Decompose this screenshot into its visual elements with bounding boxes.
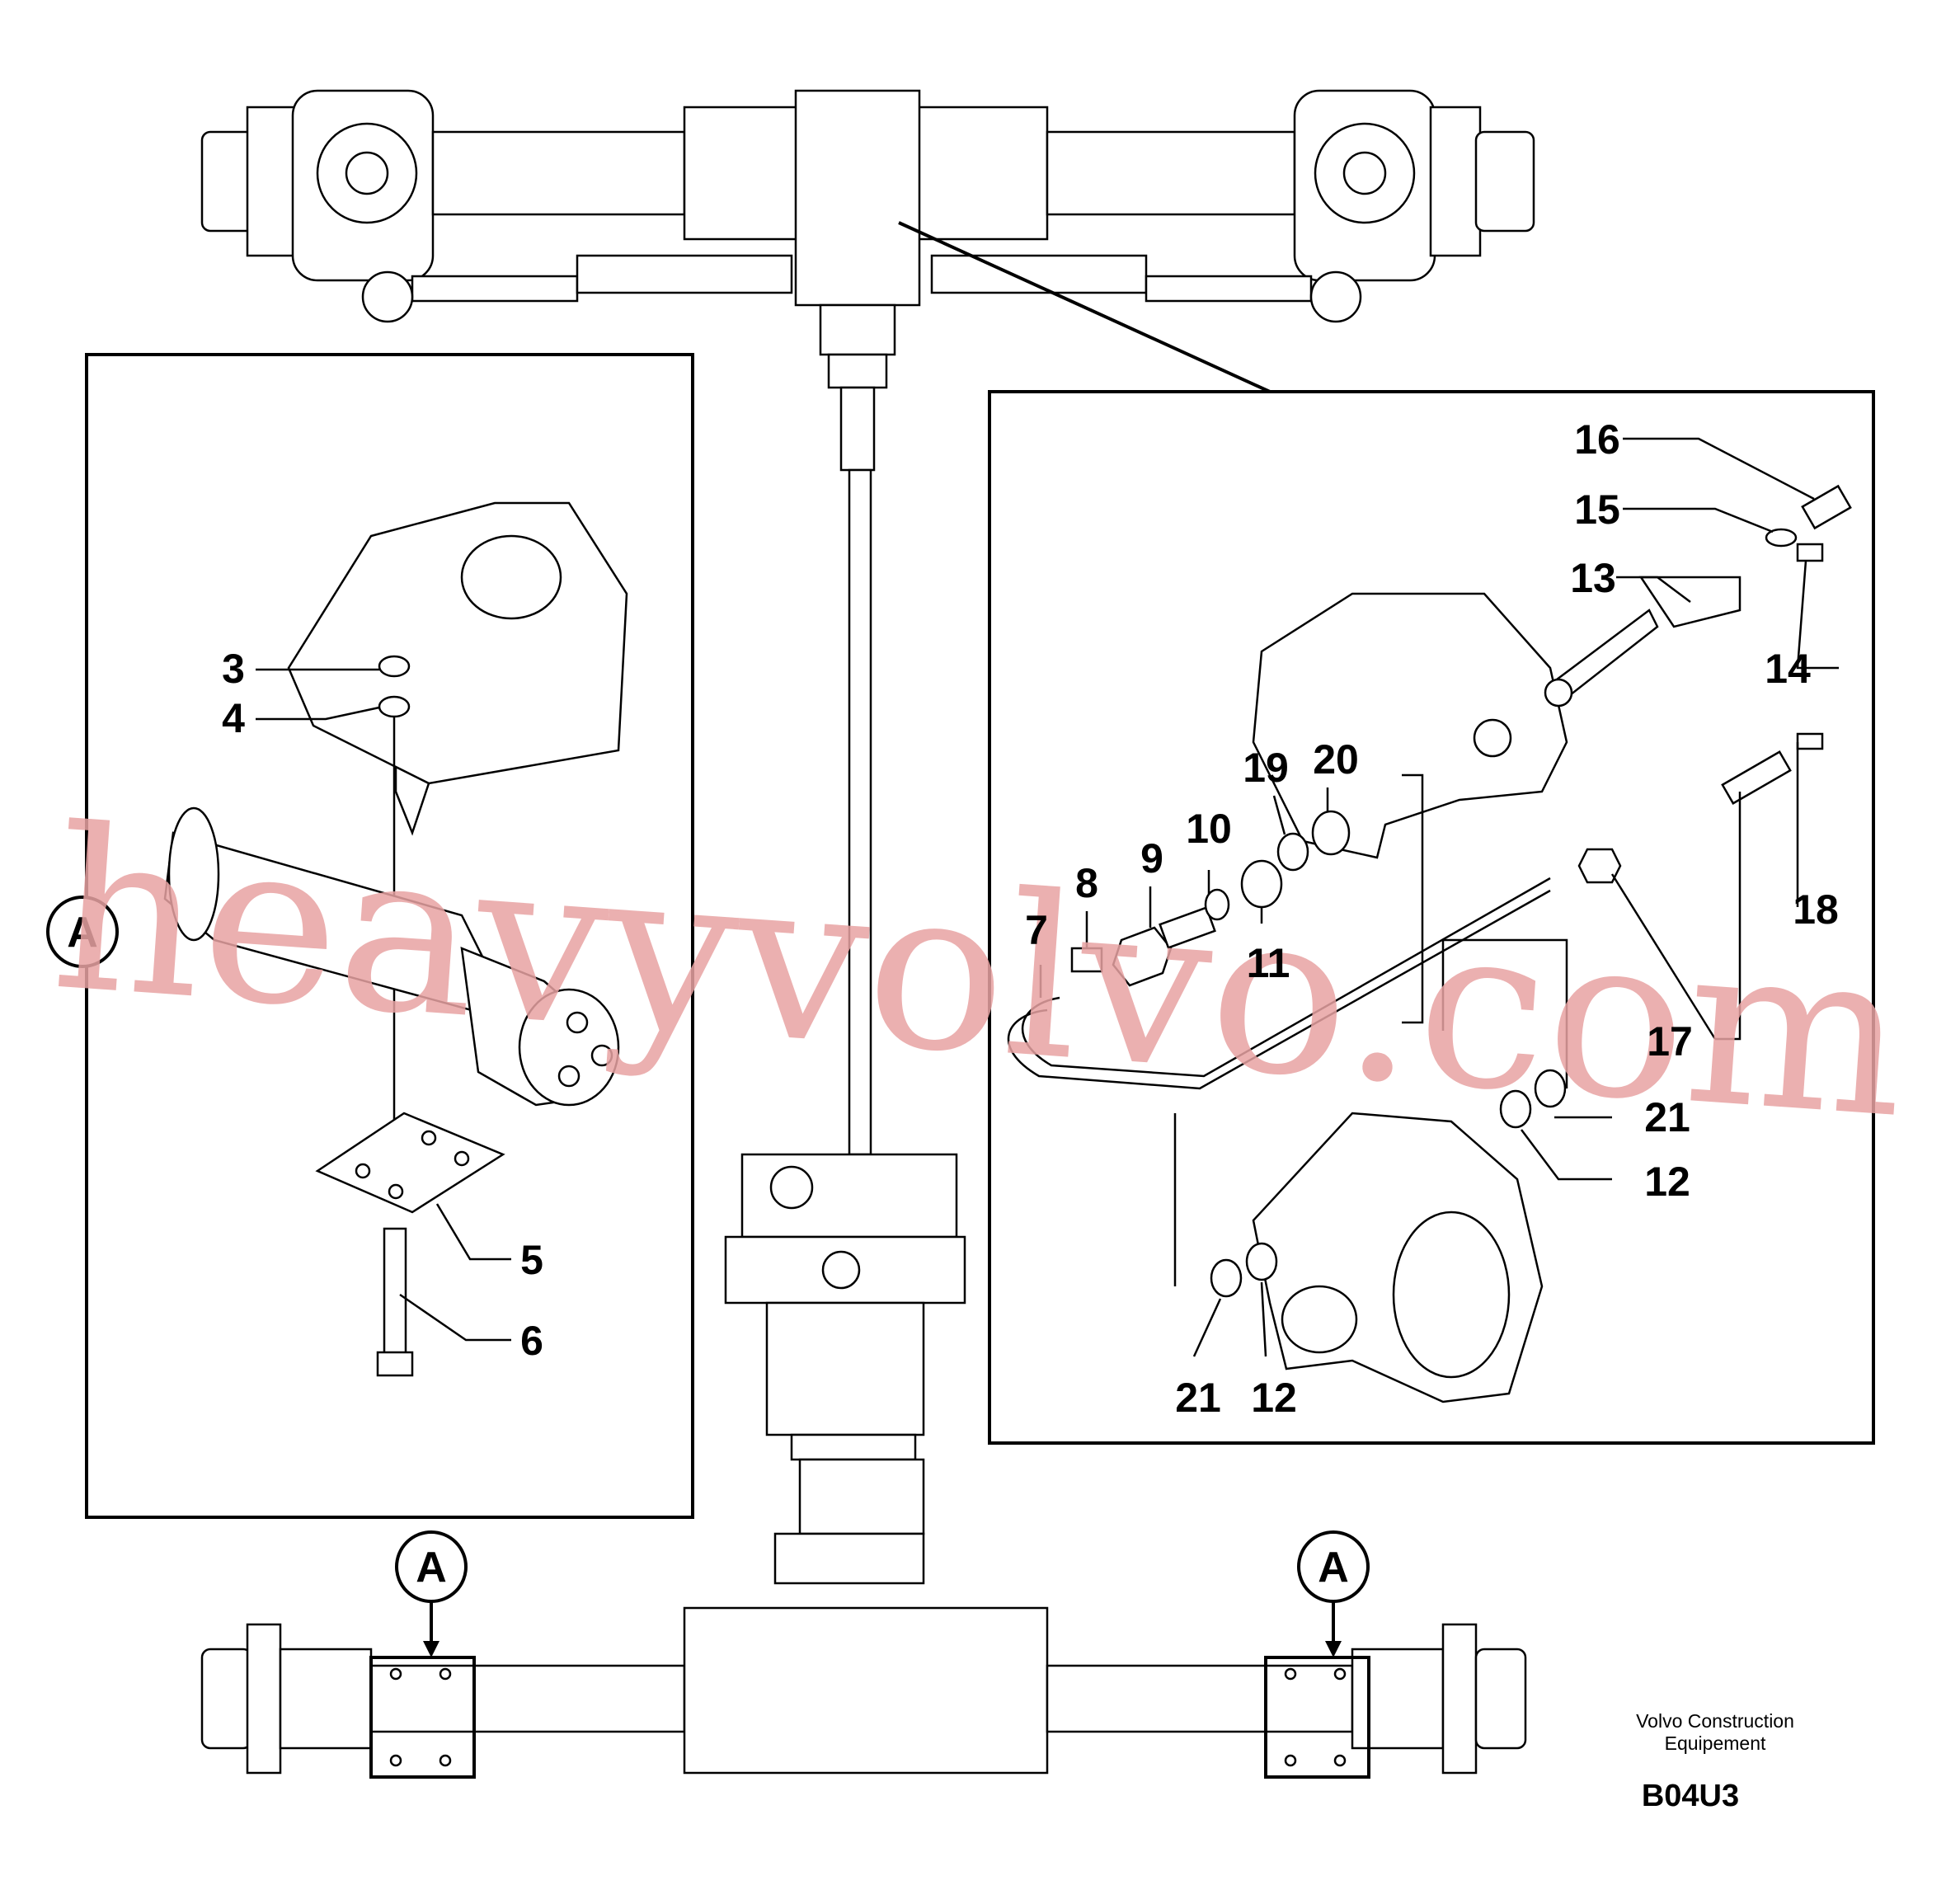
callout-14: 14 — [1765, 646, 1811, 692]
detail-leader-line — [898, 221, 1271, 393]
credit-line-1: Volvo Construction — [1636, 1710, 1794, 1732]
callout-12-lower: 12 — [1251, 1375, 1297, 1421]
washer-21-upper — [1534, 1069, 1567, 1108]
detail-marker-bottom-left-label: A — [416, 1544, 447, 1591]
washer-4 — [378, 695, 411, 718]
drive-shaft — [724, 386, 966, 1585]
washer-12-upper — [1499, 1089, 1532, 1129]
washer-19 — [1276, 832, 1309, 872]
callout-15: 15 — [1574, 487, 1620, 533]
washer-21-lower — [1210, 1258, 1243, 1298]
credit-block: Volvo Construction Equipement B04U3 — [1636, 1710, 1794, 1813]
right-detail-frame — [988, 390, 1875, 1445]
left-detail-parts — [163, 501, 628, 1377]
callout-9: 9 — [1140, 835, 1163, 881]
callout-12-upper: 12 — [1644, 1159, 1690, 1205]
front-axle-assembly — [200, 89, 1535, 389]
callout-6: 6 — [520, 1318, 543, 1364]
callout-8: 8 — [1075, 860, 1098, 906]
nut-3 — [378, 655, 411, 678]
callout-17: 17 — [1647, 1018, 1693, 1065]
detail-marker-bottom-right-label: A — [1318, 1544, 1349, 1591]
detail-marker-bottom-left: A — [395, 1530, 468, 1657]
callout-20: 20 — [1313, 736, 1359, 783]
callout-18: 18 — [1793, 886, 1839, 933]
detail-marker-left-label: A — [67, 909, 98, 957]
callout-21-upper: 21 — [1644, 1094, 1690, 1140]
callout-13: 13 — [1570, 555, 1616, 601]
washer-12-lower — [1245, 1242, 1278, 1281]
callout-5: 5 — [520, 1237, 543, 1283]
detail-marker-left: A — [46, 896, 119, 968]
callout-labels: 3 4 5 6 7 8 9 10 11 12 12 13 14 15 16 17… — [222, 416, 1839, 1421]
callout-11: 11 — [1247, 940, 1290, 986]
bolt-6 — [383, 1227, 407, 1370]
washer-20 — [1311, 810, 1351, 856]
adapter-9 — [1112, 926, 1173, 987]
rear-axle-assembly — [200, 1606, 1527, 1779]
callout-3: 3 — [222, 646, 245, 692]
callout-19: 19 — [1243, 745, 1289, 791]
callout-16: 16 — [1574, 416, 1620, 463]
washer-10 — [1204, 888, 1230, 921]
callout-4: 4 — [222, 695, 245, 741]
callout-10: 10 — [1186, 806, 1232, 852]
detail-marker-bottom-right: A — [1297, 1530, 1370, 1657]
credit-line-2: Equipement — [1665, 1732, 1766, 1754]
callout-7: 7 — [1025, 907, 1048, 953]
callout-21-lower: 21 — [1175, 1375, 1221, 1421]
drawing-code: B04U3 — [1642, 1779, 1739, 1813]
watermark-text: heavyvolvo.com — [45, 779, 1914, 1168]
plate-5 — [315, 1112, 505, 1214]
right-detail-parts — [1007, 437, 1852, 1403]
